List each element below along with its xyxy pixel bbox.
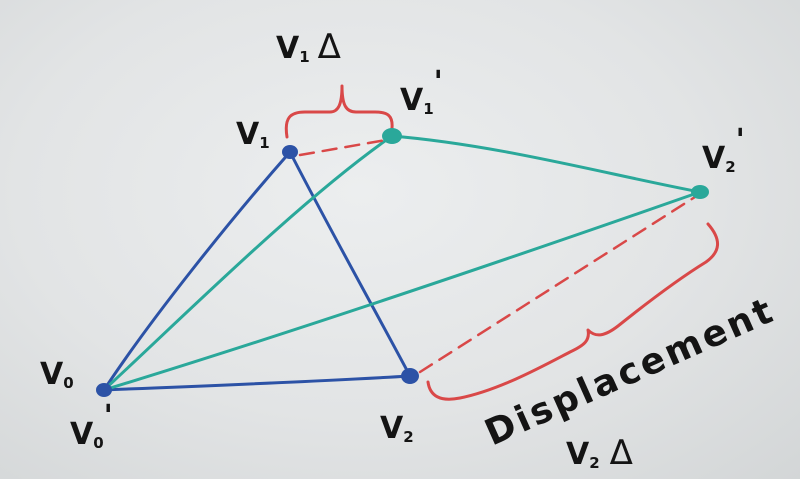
label-v0: V0 [40, 357, 74, 392]
edge-v1p-v2p [390, 134, 702, 194]
brace-v2-icon [426, 222, 719, 401]
original-triangle [102, 150, 412, 392]
label-v1-prime: V1' [400, 65, 443, 118]
label-v1: V1 [236, 117, 270, 152]
edge-v1-v2 [288, 150, 412, 378]
vertex-v0-dot [96, 383, 112, 397]
edge-v0-v1 [102, 150, 292, 392]
braces [284, 84, 719, 401]
displacement-dashes [298, 138, 697, 374]
dash-v1-v1p [298, 138, 388, 157]
label-v2: V2 [380, 411, 414, 446]
edge-v0-v2 [102, 374, 412, 392]
vertex-v2-dot [401, 368, 419, 384]
vertex-v1-dot [282, 145, 298, 159]
edge-v0p-v1p [102, 134, 394, 392]
label-displacement: Displacement [479, 290, 781, 455]
label-v2-prime: V2' [702, 123, 745, 176]
brace-v1-icon [284, 84, 394, 139]
label-v0-prime: V0' [70, 399, 113, 452]
vertex-v1-prime-dot [382, 128, 402, 144]
dash-v2-v2p [418, 195, 697, 374]
vertex-v2-prime-dot [691, 185, 709, 199]
vertex-dots [96, 128, 709, 397]
displaced-triangle [102, 134, 702, 392]
edge-v0p-v2p [102, 190, 702, 392]
